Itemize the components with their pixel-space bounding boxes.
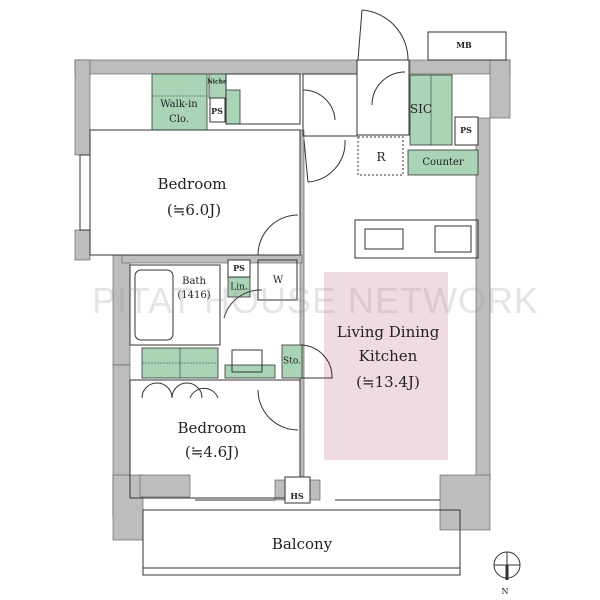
ps-label-bath: PS — [233, 263, 245, 274]
washer-label: W — [272, 275, 284, 286]
walk-in-closet-line2: Clo. — [169, 114, 189, 125]
north-label: N — [501, 587, 509, 597]
bedroom2-size: (≒4.6J) — [184, 443, 240, 461]
ps-label-toilet: PS — [211, 106, 223, 117]
north-compass-icon — [493, 551, 521, 580]
ldk-name-line2: Kitchen — [358, 347, 418, 365]
bedroom1-size: (≒6.0J) — [166, 201, 222, 219]
mb-label: MB — [456, 40, 472, 51]
sic-label: SIC — [409, 101, 433, 116]
refrigerator-label: R — [376, 149, 386, 164]
watermark: PITAT HOUSE NETWORK — [92, 280, 540, 321]
linen-label: Lin. — [230, 282, 248, 293]
storage-label: Sto. — [283, 356, 301, 367]
counter-label: Counter — [422, 157, 464, 168]
walls — [74, 59, 511, 541]
ldk-size: (≒13.4J) — [356, 373, 420, 391]
bath-name: Bath — [182, 276, 206, 287]
meter-box — [427, 31, 507, 61]
ldk-highlight — [324, 272, 448, 460]
ldk-name-line1: Living Dining — [336, 323, 440, 341]
balcony-label: Balcony — [271, 535, 333, 553]
bath-size: (1416) — [177, 290, 211, 301]
walk-in-closet-line1: Walk-in — [160, 99, 198, 110]
room-outlines — [79, 71, 479, 576]
bedroom1-name: Bedroom — [157, 175, 227, 193]
bedroom2-name: Bedroom — [177, 419, 247, 437]
ps-label-entrance: PS — [460, 125, 472, 136]
hs-label: HS — [290, 491, 304, 502]
niche-label: Niche — [207, 78, 227, 86]
